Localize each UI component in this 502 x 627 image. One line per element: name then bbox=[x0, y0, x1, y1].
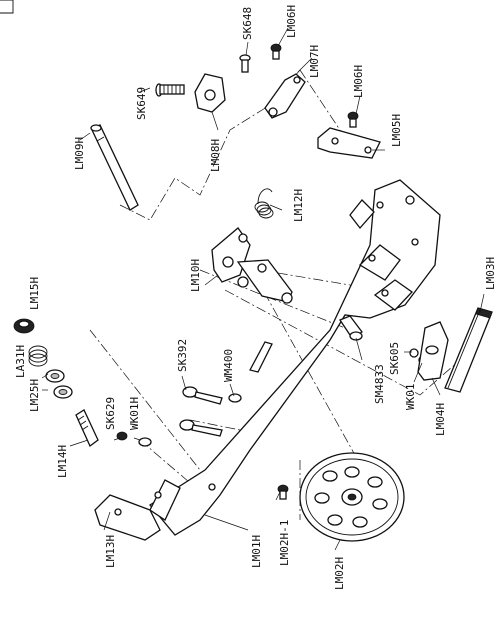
part-wm400-washer bbox=[228, 393, 242, 403]
label-sk392: SK392 bbox=[176, 339, 189, 372]
label-lm10h: LM10H bbox=[189, 259, 202, 292]
part-lm14h-stud bbox=[75, 409, 99, 448]
part-lm15h-nut bbox=[13, 318, 35, 334]
label-lm08h: LM08H bbox=[209, 139, 222, 172]
label-lm13h: LM13H bbox=[104, 535, 117, 568]
label-lm12h: LM12H bbox=[292, 189, 305, 222]
part-sk605-screw bbox=[409, 348, 419, 358]
part-lm08h-block bbox=[194, 73, 226, 113]
part-lm03h-pad bbox=[444, 307, 493, 393]
label-sk649: SK649 bbox=[135, 87, 148, 120]
part-la31h-spring bbox=[28, 345, 48, 367]
label-lm06h-top: LM06H bbox=[285, 5, 298, 38]
label-lm01h: LM01H bbox=[250, 535, 263, 568]
part-lm13h-bracket bbox=[94, 479, 181, 541]
part-secondary-screw bbox=[179, 419, 223, 437]
part-lm02h-1-screw bbox=[277, 484, 289, 500]
part-lm02h-wheel bbox=[299, 452, 405, 542]
part-sk648-screw bbox=[239, 54, 251, 73]
part-lm01h-frame bbox=[149, 179, 441, 536]
label-lm07h: LM07H bbox=[308, 45, 321, 78]
part-lm09h-shaft bbox=[90, 124, 139, 211]
label-sk605: SK605 bbox=[388, 342, 401, 375]
part-lm12h-spring bbox=[254, 188, 274, 219]
part-lm05h-bracket bbox=[317, 127, 381, 159]
label-la31h: LA31H bbox=[14, 345, 27, 378]
label-sm4833: SM4833 bbox=[373, 364, 386, 404]
label-wm400: WM400 bbox=[222, 349, 235, 382]
label-lm03h: LM03H bbox=[484, 257, 497, 290]
label-lm02h: LM02H bbox=[333, 557, 346, 590]
label-sk648: SK648 bbox=[241, 7, 254, 40]
label-lm06h-mid: LM06H bbox=[352, 65, 365, 98]
part-wk01h-washer bbox=[138, 437, 152, 447]
label-lm25h: LM25H bbox=[28, 379, 41, 412]
label-wk01h: WK01H bbox=[128, 397, 141, 430]
label-lm15h: LM15H bbox=[28, 277, 41, 310]
label-lm14h: LM14H bbox=[56, 445, 69, 478]
corner-box bbox=[0, 0, 14, 14]
part-lm06h-top-screw bbox=[270, 43, 282, 60]
part-sm4833-pin bbox=[339, 315, 363, 341]
label-lm09h: LM09H bbox=[73, 137, 86, 170]
part-sk392-screw bbox=[182, 386, 223, 405]
part-labels: SK648 LM06H LM07H LM06H SK649 LM08H LM05… bbox=[14, 5, 497, 590]
part-lm25h-discs bbox=[45, 369, 73, 399]
part-lm04h-holder bbox=[417, 321, 449, 381]
label-sk629: SK629 bbox=[104, 397, 117, 430]
label-lm04h: LM04H bbox=[434, 403, 447, 436]
label-lm02h-1: LM02H-1 bbox=[278, 520, 291, 566]
label-wk01: WK01 bbox=[404, 384, 417, 411]
part-sk649-screw bbox=[155, 83, 185, 97]
leader-lines bbox=[41, 27, 485, 551]
part-lm06h-mid-screw bbox=[347, 111, 359, 128]
part-lm07h-lever bbox=[264, 73, 306, 119]
part-lm10h-link bbox=[211, 227, 293, 304]
label-lm05h: LM05H bbox=[390, 114, 403, 147]
